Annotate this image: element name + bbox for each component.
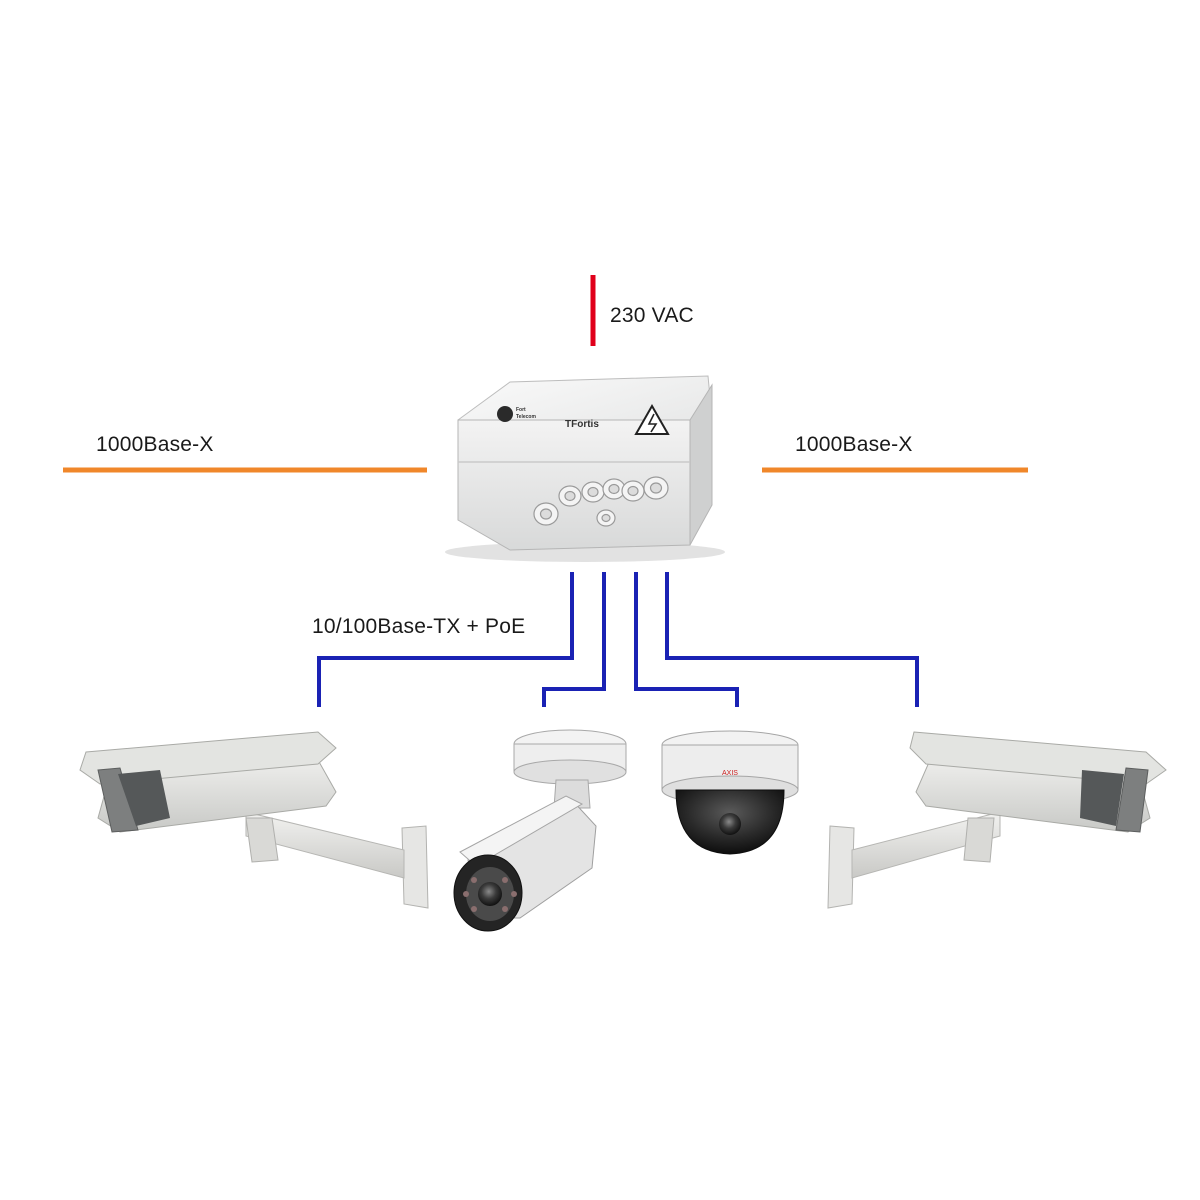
access-line-4 — [665, 572, 919, 707]
access-line-1 — [317, 572, 574, 707]
box-camera-left — [79, 731, 429, 909]
access-label: 10/100Base-TX + PoE — [312, 615, 526, 638]
switch-vendor-line2: Telecom — [516, 414, 536, 420]
uplink-label-left: 1000Base-X — [96, 433, 214, 456]
power-label: 230 VAC — [610, 304, 694, 327]
vendor-logo-icon — [497, 406, 513, 422]
dome-camera: AXIS — [661, 730, 799, 855]
high-voltage-icon — [634, 403, 670, 435]
box-camera-right — [827, 731, 1167, 909]
uplink-label-right: 1000Base-X — [795, 433, 913, 456]
switch-brand: TFortis — [565, 419, 599, 430]
switch-enclosure — [445, 375, 725, 562]
switch-vendor-line1: Fort — [516, 407, 526, 413]
access-line-3 — [634, 572, 739, 707]
bullet-camera — [453, 729, 627, 932]
access-line-2 — [542, 572, 606, 707]
camera-logo: AXIS — [722, 770, 738, 777]
cable-glands — [533, 476, 669, 527]
